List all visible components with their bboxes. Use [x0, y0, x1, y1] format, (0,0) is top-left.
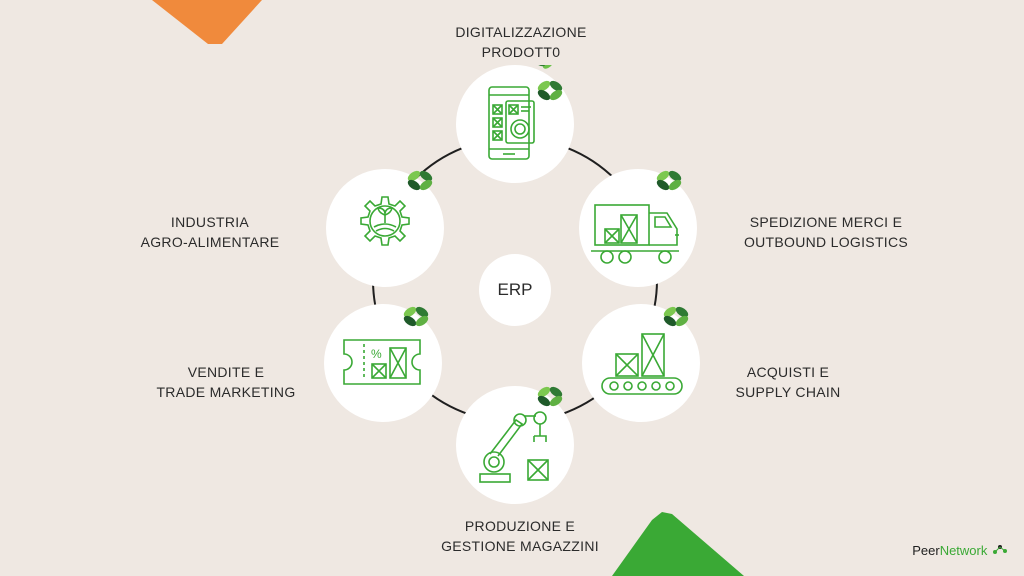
leaves-icon: [663, 306, 689, 327]
logo-text-network: Network: [939, 543, 988, 558]
svg-text:%: %: [371, 347, 382, 361]
label-industria-agroalimentare: INDUSTRIA AGRO-ALIMENTARE: [90, 212, 330, 252]
logo-text-peer: Peer: [912, 543, 940, 558]
agro-gear-icon: [360, 196, 410, 246]
label-line: OUTBOUND LOGISTICS: [743, 234, 909, 250]
label-line: GESTIONE MAGAZZINI: [441, 538, 599, 554]
network-dots-icon: [993, 545, 1007, 554]
label-line: INDUSTRIA: [170, 214, 250, 230]
label-line: PRODUZIONE E: [464, 518, 576, 534]
conveyor-belt-icon: [601, 333, 683, 395]
leaves-icon: [403, 306, 429, 327]
label-line: SPEDIZIONE MERCI E: [749, 214, 903, 230]
label-line: AGRO-ALIMENTARE: [140, 234, 280, 250]
delivery-truck-icon: [591, 204, 679, 264]
leaves-icon: [534, 65, 554, 69]
label-vendite-trade-marketing: VENDITE E TRADE MARKETING: [106, 362, 346, 402]
erp-label: ERP: [497, 280, 533, 299]
leaves-icon: [407, 170, 433, 191]
label-acquisti-supply-chain: ACQUISTI E SUPPLY CHAIN: [668, 362, 908, 402]
green-corner-shape: [612, 512, 744, 576]
peernetwork-logo: PeerNetwork: [912, 543, 1008, 558]
label-spedizione-merci: SPEDIZIONE MERCI E OUTBOUND LOGISTICS: [706, 212, 946, 252]
orange-corner-shape: [152, 0, 262, 44]
label-line: TRADE MARKETING: [156, 384, 296, 400]
discount-ticket-icon: %: [343, 339, 421, 385]
label-line: PRODOTT0: [481, 44, 561, 60]
robotic-arm-icon: [479, 411, 549, 483]
leaves-icon: [656, 170, 682, 191]
leaves-icon: [537, 386, 563, 407]
smartphone-product-icon: [488, 65, 554, 160]
node-spedizione-merci: [579, 169, 697, 287]
label-produzione-magazzini: PRODUZIONE E GESTIONE MAGAZZINI: [400, 516, 640, 556]
label-line: SUPPLY CHAIN: [735, 384, 841, 400]
leaves-icon: [537, 80, 563, 101]
label-digitalizzazione-prodotto: DIGITALIZZAZIONE PRODOTT0: [401, 22, 641, 62]
label-line: DIGITALIZZAZIONE: [455, 24, 587, 40]
label-line: VENDITE E: [187, 364, 265, 380]
erp-center-node: ERP: [479, 254, 551, 326]
label-line: ACQUISTI E: [746, 364, 830, 380]
